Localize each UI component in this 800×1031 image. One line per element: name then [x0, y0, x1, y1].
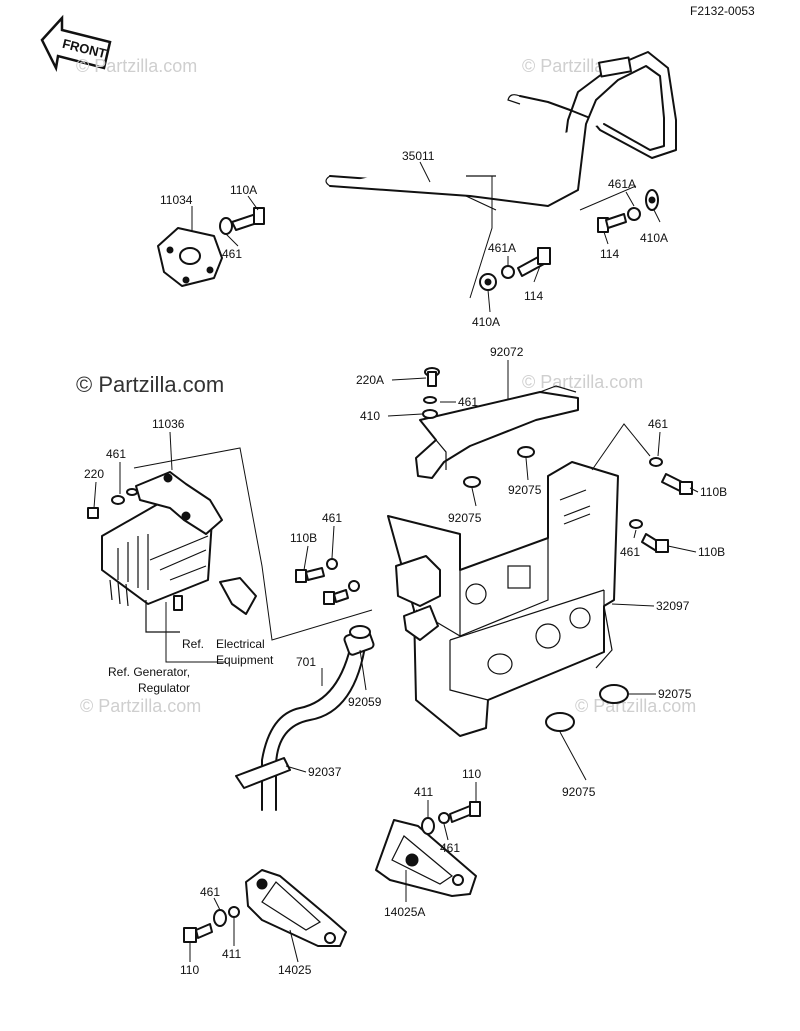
grommet-92075-d [545, 712, 575, 732]
label-110-a: 110 [462, 767, 481, 781]
bracket-11034 [157, 227, 223, 287]
battery-case-32097 [387, 461, 619, 737]
label-92037: 92037 [308, 765, 342, 779]
label-461-d: 461 [620, 545, 640, 559]
label-411-b: 411 [222, 947, 241, 961]
clamp [219, 577, 257, 615]
regulator-11036 [101, 471, 223, 633]
label-410: 410 [360, 409, 380, 423]
label-114-top: 114 [600, 247, 619, 261]
screw-220-left [87, 488, 138, 519]
front-arrow: FRONT [40, 14, 112, 72]
label-92075-c: 92075 [658, 687, 692, 701]
bracket-14025 [245, 869, 347, 947]
watermark-main: © Partzilla.com [76, 372, 224, 397]
bolt-110-right [421, 801, 481, 835]
label-35011: 35011 [402, 149, 435, 163]
bracket-92072 [415, 385, 579, 479]
label-461-g: 461 [440, 841, 460, 855]
clamp-92037 [235, 757, 291, 789]
label-ref-elec-1: Ref. [182, 637, 204, 651]
label-461-c: 461 [648, 417, 668, 431]
label-110-b: 110 [180, 963, 199, 977]
label-461-e: 461 [106, 447, 126, 461]
label-411-a: 411 [414, 785, 433, 799]
label-11036: 11036 [152, 417, 185, 431]
bracket-14025A [375, 819, 477, 897]
label-461-a: 461 [222, 247, 242, 261]
label-461-b: 461 [458, 395, 478, 409]
label-110B-left: 110B [290, 531, 317, 545]
label-220A: 220A [356, 373, 384, 387]
label-461-f: 461 [322, 511, 342, 525]
label-410A-mid: 410A [472, 315, 500, 329]
label-92075-d: 92075 [562, 785, 596, 799]
label-14025: 14025 [278, 963, 312, 977]
label-461A-mid: 461A [488, 241, 516, 255]
label-92075-a: 92075 [508, 483, 542, 497]
label-92059: 92059 [348, 695, 382, 709]
label-ref-gen-1: Ref. Generator, [108, 665, 190, 679]
label-410A-top: 410A [640, 231, 668, 245]
leader-lines [93, 161, 699, 963]
label-114-mid: 114 [524, 289, 543, 303]
bolt-110-left [183, 906, 240, 943]
label-220: 220 [84, 467, 104, 481]
label-11034: 11034 [160, 193, 193, 207]
label-32097: 32097 [656, 599, 690, 613]
label-701: 701 [296, 655, 316, 669]
label-ref-gen-2: Regulator [138, 681, 190, 695]
label-110B-right1: 110B [700, 485, 727, 499]
label-110B-right2: 110B [698, 545, 725, 559]
bolt-110B-right-1 [649, 457, 693, 495]
bolt-110A [219, 207, 265, 235]
label-92072: 92072 [490, 345, 524, 359]
label-92075-b: 92075 [448, 511, 482, 525]
bolt-washer-set-mid [479, 247, 551, 291]
label-ref-elec-3: Equipment [216, 653, 274, 667]
part-labels: 35011 11034 110A 461 461A 114 410A 461A … [84, 149, 727, 977]
label-14025A: 14025A [384, 905, 425, 919]
watermark-faint-3: © Partzilla.com [522, 372, 643, 392]
watermark-faint-4: © Partzilla.com [80, 696, 201, 716]
bolt-110B-left [295, 558, 360, 605]
grommet-92075-b [517, 446, 535, 458]
bolt-110B-right-2 [629, 519, 669, 553]
screw-220A [422, 367, 440, 419]
grommet-92075-c [599, 684, 629, 704]
label-461-h: 461 [200, 885, 220, 899]
label-110A: 110A [230, 183, 257, 197]
label-461A-top: 461A [608, 177, 636, 191]
handle-bar-35011 [325, 51, 677, 211]
bolt-washer-set-top [597, 189, 659, 233]
watermark-faint-1: © Partzilla.com [76, 56, 197, 76]
figure-code: F2132-0053 [690, 4, 755, 18]
label-ref-elec-2: Electrical [216, 637, 265, 651]
grommet-92075-a [463, 476, 481, 488]
hose-701 [261, 625, 375, 811]
